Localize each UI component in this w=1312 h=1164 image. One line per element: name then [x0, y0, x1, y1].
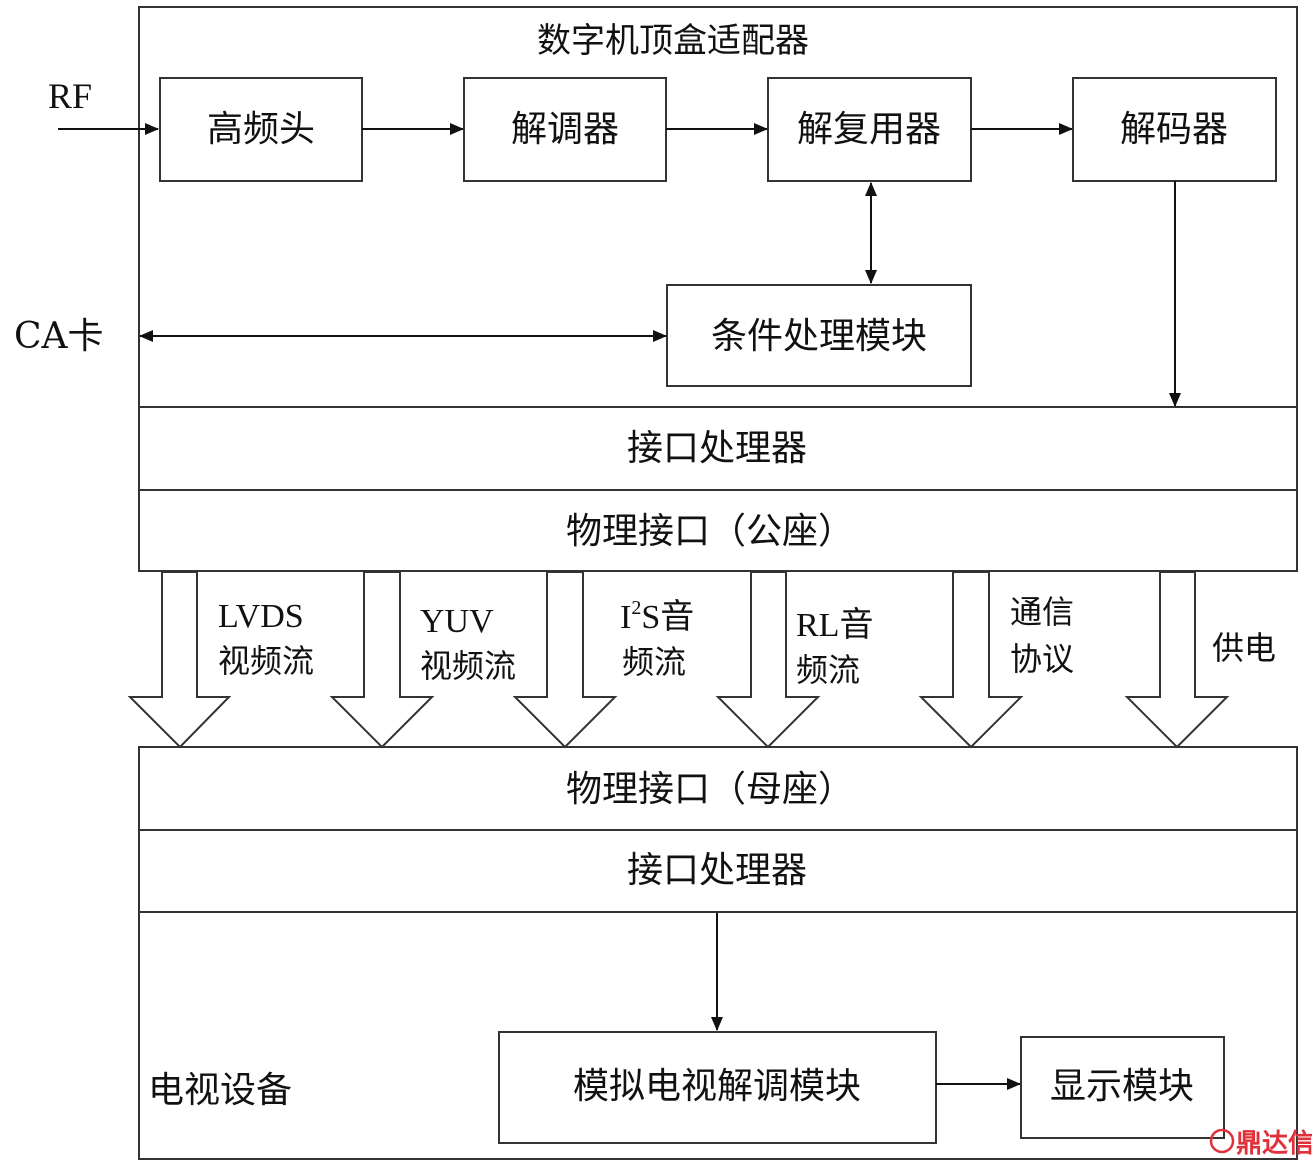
analog-demod-block	[498, 1031, 937, 1144]
signal-arrow-lvds	[127, 571, 232, 749]
signal-lvds-line1: LVDS	[218, 598, 304, 635]
signal-arrow-comm	[918, 571, 1024, 749]
signal-i2s-base: I	[620, 599, 631, 636]
signal-i2s-line2: 频流	[622, 643, 686, 681]
decoder-label: 解码器	[1120, 109, 1228, 150]
adapter-physical-interface: 物理接口（公座）	[566, 511, 854, 552]
signal-i2s-line1: I2S音	[620, 597, 694, 636]
signal-arrow-yuv	[329, 571, 435, 749]
signal-arrow-i2s	[512, 571, 618, 749]
tv-physical-interface: 物理接口（母座）	[566, 769, 854, 810]
demodulator-label: 解调器	[511, 109, 619, 150]
signal-power-label: 供电	[1212, 629, 1276, 667]
watermark-logo-icon	[1209, 1128, 1235, 1154]
tv-device-label: 电视设备	[148, 1070, 292, 1111]
signal-lvds-line2: 视频流	[218, 642, 314, 680]
signal-rl-line1: RL音	[796, 606, 873, 644]
signal-arrows	[127, 571, 1230, 749]
tv-interface-processor: 接口处理器	[627, 850, 807, 891]
adapter-box	[138, 6, 1298, 572]
display-label: 显示模块	[1050, 1066, 1194, 1107]
signal-arrow-power	[1124, 571, 1230, 749]
adapter-title: 数字机顶盒适配器	[537, 21, 809, 61]
signal-arrow-rl	[715, 571, 821, 749]
signal-i2s-sup: 2	[631, 597, 641, 619]
watermark: 鼎达信	[1209, 1128, 1312, 1159]
demultiplexer-label: 解复用器	[797, 109, 941, 150]
adapter-interface-processor: 接口处理器	[627, 428, 807, 469]
signal-rl-line2: 频流	[796, 651, 860, 689]
tv-device-box	[138, 746, 1298, 1160]
analog-demod-label: 模拟电视解调模块	[573, 1066, 861, 1107]
watermark-text: 鼎达信	[1236, 1129, 1312, 1159]
signal-yuv-line1: YUV	[420, 603, 494, 640]
signal-i2s-rest: S音	[641, 598, 694, 636]
display-block	[1020, 1036, 1225, 1139]
signal-comm-line2: 协议	[1010, 640, 1074, 678]
rf-label: RF	[48, 76, 92, 116]
conditional-access-block	[666, 284, 972, 387]
conditional-access-label: 条件处理模块	[711, 316, 927, 357]
tuner-label: 高频头	[207, 109, 315, 150]
signal-comm-line1: 通信	[1010, 593, 1074, 631]
ca-card-label: CA卡	[14, 316, 104, 357]
signal-yuv-line2: 视频流	[420, 647, 516, 685]
